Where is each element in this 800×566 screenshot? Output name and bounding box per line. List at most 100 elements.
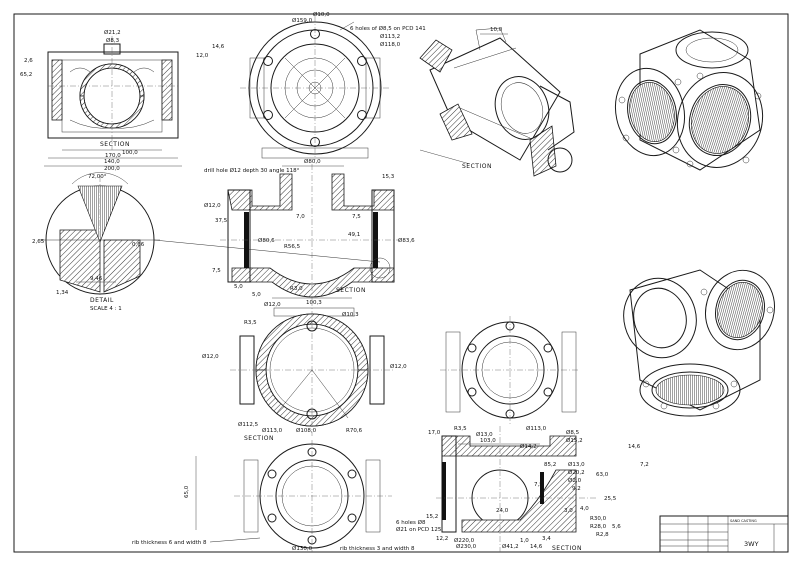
middle-dim-6: Ø80,6 (258, 237, 275, 244)
top-view-dim-4: 65,2 (20, 72, 32, 78)
detail-view: 72,00° 2,65 0,66 9,46 1,34 DETAIL SCALE … (32, 172, 381, 312)
bottom-right-dim-31: 12,2 (436, 536, 448, 542)
middle-drill-note: drill hole Ø12 depth 30 angle 118° (204, 167, 300, 174)
bottom-right-dim-20: 15,2 (426, 514, 438, 520)
bottom-right-dim-15: 25,5 (604, 496, 617, 502)
front-flange-dim-6: 12,0 (196, 53, 209, 59)
bottom-right-dim-25: 4,0 (580, 506, 589, 512)
middle-dim-7: R56,5 (284, 244, 301, 250)
iso-section-label: SECTION (462, 163, 492, 170)
middle-dim-8: 49,1 (348, 232, 360, 238)
bottom-right-dim-33: 3,4 (542, 536, 551, 542)
middle-dim-10: 15,3 (382, 174, 395, 180)
middle-dim-16: Ø12,0 (264, 301, 281, 308)
bottom-right-dim-11: Ø2,0 (568, 477, 582, 484)
bottom-right-dim-5: Ø15,2 (566, 437, 583, 444)
bottom-right-dim-26: Ø220,0 (454, 537, 475, 544)
bottom-right-note-3: rib thickness 3 and width 8 (340, 546, 415, 552)
top-view-dim-8: 200,0 (104, 166, 120, 172)
bottom-right-dim-8: 85,2 (544, 462, 556, 468)
middle-dim-9: Ø83,6 (398, 237, 415, 244)
middle-dim-12: 5,0 (234, 284, 243, 290)
bottom-right-dim-18: R28,0 (590, 524, 607, 530)
bottom-right-dim-6: 103,0 (480, 438, 496, 444)
middle-dim-3: 37,5 (215, 218, 228, 224)
bottom-right-dim-19: R2,8 (596, 532, 609, 538)
front-flange-dim-1: Ø159,0 (292, 17, 313, 24)
iso-view-top (615, 29, 764, 171)
lower-dim-4: Ø112,5 (238, 421, 259, 428)
bottom-right-note-2: Ø21 on PCD 125 (396, 526, 442, 533)
middle-dim-13: 5,0 (252, 292, 261, 298)
lower-dim-5: Ø113,0 (262, 427, 283, 434)
front-flange-view: Ø159,0 Ø10,0 6 holes of Ø8,5 on PCD 141 … (196, 11, 426, 160)
top-view-dim-2: Ø8,3 (106, 37, 120, 44)
front-flange-holes-note: 6 holes of Ø8,5 on PCD 141 (350, 25, 426, 32)
bottom-right-dim-10: Ø20,2 (568, 469, 585, 476)
top-view: Ø21,2 Ø8,3 2,6 65,2 SECTION 170,0 140,0 … (20, 29, 182, 172)
bottom-right-dim-21: 17,0 (428, 430, 441, 436)
bottom-left-rib-note: rib thickness 6 and width 8 (132, 540, 207, 546)
bottom-left-dim-1: 65,0 (184, 485, 190, 498)
front-flange-dim-4: Ø118,0 (380, 41, 401, 48)
bottom-right-dim-32: 14,6 (530, 544, 543, 550)
bottom-right-dim-2: Ø13,0 (476, 431, 493, 438)
sheet-border (13, 13, 789, 553)
bottom-right-dim-29: 24,0 (496, 508, 509, 514)
lower-dim-3: Ø12,0 (390, 363, 407, 370)
lower-dim-1: R3,5 (244, 320, 257, 326)
detail-label: DETAIL (90, 297, 114, 304)
detail-dim-5: 1,34 (56, 290, 69, 296)
top-view-dim-6: 140,0 (104, 159, 120, 165)
title-block-field-1: SAND CASTING (730, 519, 757, 523)
middle-dim-5: 7,5 (212, 268, 221, 274)
bottom-right-dim-28: Ø41,2 (502, 543, 519, 550)
iso-view-bottom (623, 269, 775, 417)
lower-section-view: R3,5 Ø12,0 Ø12,0 Ø112,5 Ø113,0 Ø108,0 R7… (202, 300, 407, 442)
bottom-right-dim-13: 9,2 (572, 486, 581, 492)
detail-dim-1: 72,00° (88, 174, 107, 180)
middle-section-label: SECTION (336, 287, 366, 294)
top-view-dim-7: 100,0 (122, 150, 138, 156)
middle-dim-1: Ø80,0 (304, 158, 321, 165)
bottom-left-view: 65,0 Ø130,0 rib thickness 6 and width 8 (132, 440, 392, 552)
bottom-right-note-1: 6 holes Ø8 (396, 519, 426, 526)
top-view-dim-1: Ø21,2 (104, 29, 121, 36)
front-flange-dim-5: 14,6 (212, 44, 225, 50)
bottom-right-dim-16: 3,0 (564, 508, 573, 514)
detail-dim-2: 2,65 (32, 239, 45, 245)
front-flange-dim-2: Ø10,0 (313, 11, 330, 18)
middle-dim-15: R3,0 (290, 286, 303, 292)
bottom-right-dim-14: 7,5 (534, 482, 543, 488)
bottom-right-section-label: SECTION (552, 545, 582, 552)
iso-section-view: 10,0 SECTION (419, 27, 575, 177)
lower-section-label: SECTION (244, 435, 274, 442)
bottom-right-dim-1: R3,5 (454, 426, 467, 432)
bottom-right-dim-7: Ø14,2 (520, 443, 537, 450)
top-view-dim-3: 2,6 (24, 58, 33, 64)
bottom-right-section: R3,5 Ø13,0 Ø113,0 Ø8,5 Ø15,2 103,0 Ø14,2… (340, 425, 649, 552)
middle-dim-14: 100,3 (306, 300, 322, 306)
bottom-right-dim-12: 63,0 (596, 472, 609, 478)
middle-section-view: drill hole Ø12 depth 30 angle 118° Ø80,0… (204, 158, 415, 308)
bottom-right-dim-23: 14,6 (628, 444, 641, 450)
bottom-right-dim-27: Ø230,0 (456, 543, 477, 550)
bottom-right-dim-24: 7,2 (640, 462, 649, 468)
middle-dim-11: 7,5 (352, 214, 361, 220)
middle-dim-4: 7,0 (296, 214, 305, 220)
bottom-right-dim-4: Ø8,5 (566, 429, 580, 436)
iso-section-dim-1: 10,0 (490, 27, 503, 33)
lower-dim-8: Ø10,3 (342, 311, 359, 318)
middle-dim-2: Ø12,0 (204, 202, 221, 209)
title-block: SAND CASTING 3WY (659, 515, 789, 553)
front-flange-dim-3: Ø113,2 (380, 33, 400, 40)
bottom-right-dim-9: Ø13,0 (568, 461, 585, 468)
lower-dim-2: Ø12,0 (202, 353, 219, 360)
lower-dim-6: Ø108,0 (296, 427, 317, 434)
detail-scale: SCALE 4 : 1 (90, 306, 122, 312)
bottom-left-dim-2: Ø130,0 (292, 545, 313, 552)
lower-dim-7: R70,6 (346, 428, 363, 434)
bottom-right-dim-3: Ø113,0 (526, 425, 547, 432)
bottom-right-dim-22: 5,6 (612, 524, 621, 530)
